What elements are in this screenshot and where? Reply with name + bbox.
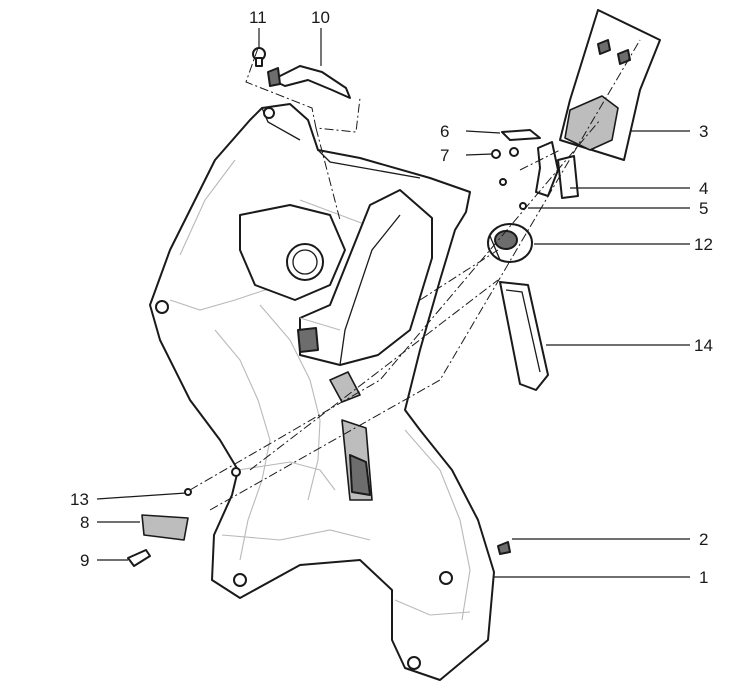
callout-7: 7 <box>440 146 449 165</box>
lid-hinge <box>535 141 579 199</box>
callout-labels: 11 10 3 6 7 4 5 12 14 13 8 9 2 1 <box>70 8 713 587</box>
assembly-line <box>419 249 499 301</box>
fixing-screw <box>127 549 151 567</box>
inner-shield-panel <box>149 103 495 681</box>
lid-plate <box>501 129 541 141</box>
assembly-line <box>519 149 561 171</box>
callout-3: 3 <box>699 122 708 141</box>
assembly-line <box>209 39 641 511</box>
leader-lines <box>96 28 690 578</box>
callout-12: 12 <box>694 235 713 254</box>
lock-cylinder <box>487 223 533 263</box>
trim-clip <box>141 514 189 541</box>
assembly-line <box>189 119 601 491</box>
callout-8: 8 <box>80 513 89 532</box>
glove-box-lid <box>559 9 661 161</box>
bracket-screw <box>252 47 266 67</box>
callout-5: 5 <box>699 199 708 218</box>
assembly-line <box>249 279 499 471</box>
lid-screws <box>491 147 519 186</box>
callout-11: 11 <box>249 8 267 27</box>
hook-bracket <box>267 65 351 99</box>
callout-13: 13 <box>70 490 89 509</box>
hinge-screw <box>519 202 527 210</box>
callout-9: 9 <box>80 551 89 570</box>
assembly-line <box>315 127 341 221</box>
callout-14: 14 <box>694 336 713 355</box>
small-screw <box>184 488 192 496</box>
callout-4: 4 <box>699 179 708 198</box>
side-screw <box>497 541 511 555</box>
callout-2: 2 <box>699 530 708 549</box>
assembly-line <box>245 47 361 133</box>
callout-6: 6 <box>440 122 449 141</box>
callout-10: 10 <box>311 8 330 27</box>
side-cover <box>499 281 549 391</box>
callout-1: 1 <box>699 568 708 587</box>
